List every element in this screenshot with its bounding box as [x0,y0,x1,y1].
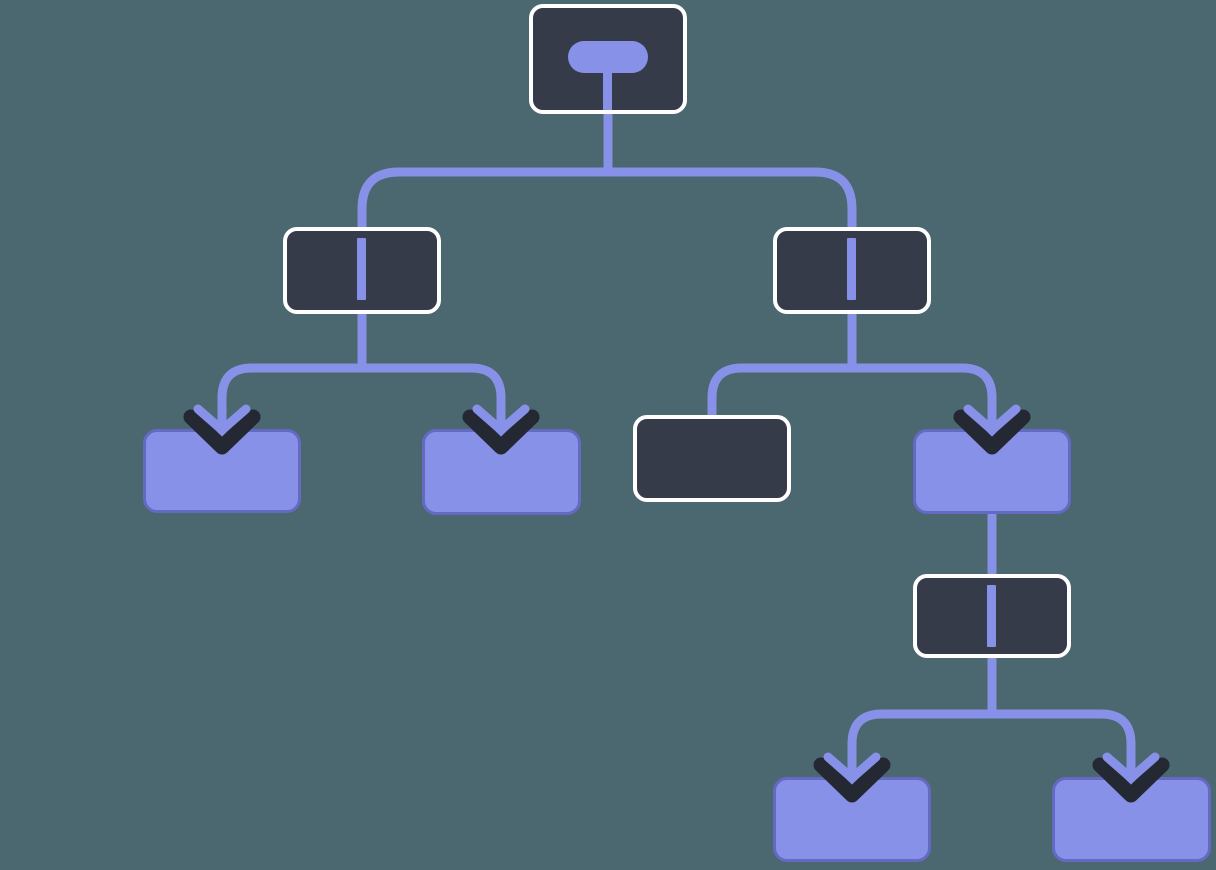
node-branch-left[interactable] [283,227,441,314]
node-root[interactable] [529,4,687,114]
node-dark-leaf[interactable] [633,415,791,502]
pill-icon [568,41,648,73]
arrow-down-icon-leaf-3 [953,395,1031,455]
arrow-down-icon-leaf-2 [462,395,540,455]
edge-bottom-branch [847,709,1136,772]
node-branch-right[interactable] [773,227,931,314]
edge-left-branch [217,363,506,424]
pill-stem-icon [603,68,612,110]
divider-line-icon [847,238,856,300]
edge-level1-branch [357,167,857,228]
arrow-down-icon-leaf-5 [1092,743,1170,803]
arrow-down-icon-leaf-4 [813,743,891,803]
divider-line-icon [357,238,366,300]
node-pass-through[interactable] [913,574,1071,658]
edge-right-branch [707,363,997,424]
divider-line-icon [987,585,996,647]
arrow-down-icon-leaf-1 [183,395,261,455]
